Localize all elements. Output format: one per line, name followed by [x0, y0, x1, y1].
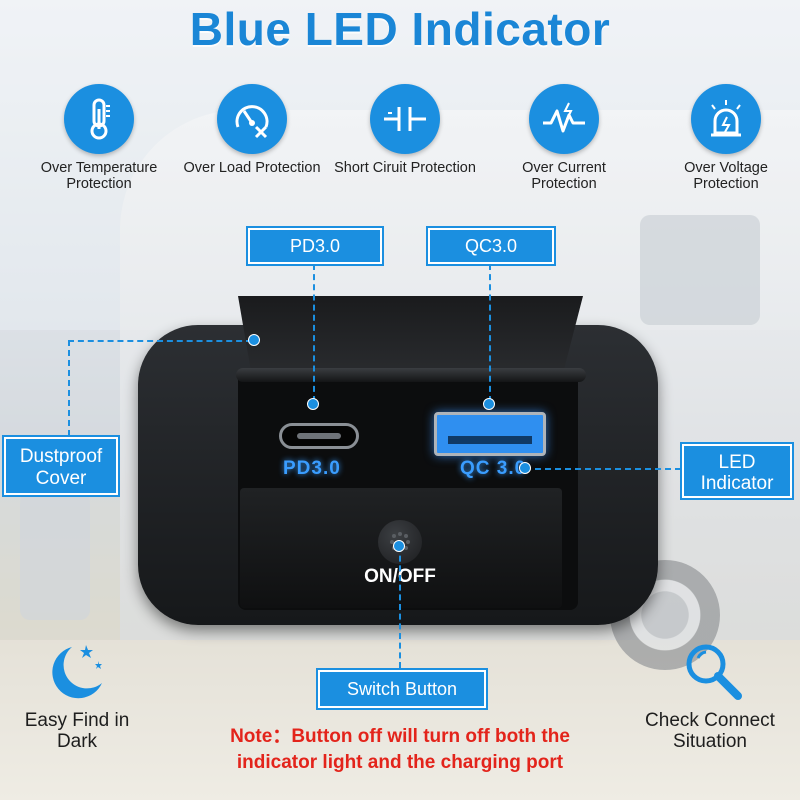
side-feature-label: Easy Find in Dark — [24, 710, 130, 752]
usb-a-port — [434, 412, 546, 456]
feature-over-current: Over Current Protection — [489, 84, 639, 192]
connector-dot-switch — [393, 540, 405, 552]
note-text: Note：Button off will turn off both the i… — [0, 724, 800, 776]
connector-switch — [399, 546, 401, 668]
port-a-led-label: QC 3.0 — [460, 458, 527, 479]
feature-label: Over Load Protection — [183, 160, 321, 176]
feature-over-load: Over Load Protection — [177, 84, 327, 176]
feature-over-voltage: Over Voltage Protection — [651, 84, 800, 192]
connector-dustproof-v — [68, 340, 70, 436]
usb-c-port-tongue — [297, 433, 341, 439]
feature-label: Over Temperature Protection — [40, 160, 158, 192]
connector-led — [525, 468, 681, 470]
feature-over-temperature: Over Temperature Protection — [24, 84, 174, 192]
callout-led-indicator: LED Indicator — [682, 444, 792, 498]
note-line-1: Button off will turn off both the — [291, 726, 570, 747]
cover-hinge — [236, 368, 586, 382]
connector-dot-pd30 — [307, 398, 319, 410]
connector-qc30 — [489, 264, 491, 402]
callout-qc30: QC3.0 — [428, 228, 554, 264]
usb-a-port-slot — [448, 436, 532, 444]
voltage-alarm-icon — [691, 84, 761, 154]
callout-switch-button: Switch Button — [318, 670, 486, 708]
connector-pd30 — [313, 264, 315, 402]
connector-dot-led — [519, 462, 531, 474]
connector-dot-dustproof — [248, 334, 260, 346]
feature-short-circuit: Short Ciruit Protection — [330, 84, 480, 176]
connector-dot-qc30 — [483, 398, 495, 410]
page-title: Blue LED Indicator — [189, 3, 611, 55]
background-rv-window — [640, 215, 760, 325]
thermometer-icon — [64, 84, 134, 154]
dustproof-cover-flap[interactable] — [238, 296, 583, 376]
feature-label: Over Current Protection — [522, 160, 606, 192]
current-wave-icon — [529, 84, 599, 154]
background-person — [20, 470, 90, 620]
feature-label: Short Ciruit Protection — [334, 160, 476, 176]
callout-pd30: PD3.0 — [248, 228, 382, 264]
magnifier-icon — [680, 638, 746, 709]
note-prefix: Note： — [230, 726, 292, 747]
callout-dustproof-cover: Dustproof Cover — [4, 437, 118, 495]
connector-dustproof-h — [68, 340, 252, 342]
side-feature-label: Check Connect Situation — [645, 710, 775, 752]
speedometer-icon — [217, 84, 287, 154]
moon-stars-icon — [42, 637, 112, 712]
note-line-2: indicator light and the charging port — [236, 752, 564, 773]
port-c-led-label: PD3.0 — [283, 458, 341, 479]
feature-label: Over Voltage Protection — [684, 160, 768, 192]
capacitor-icon — [370, 84, 440, 154]
